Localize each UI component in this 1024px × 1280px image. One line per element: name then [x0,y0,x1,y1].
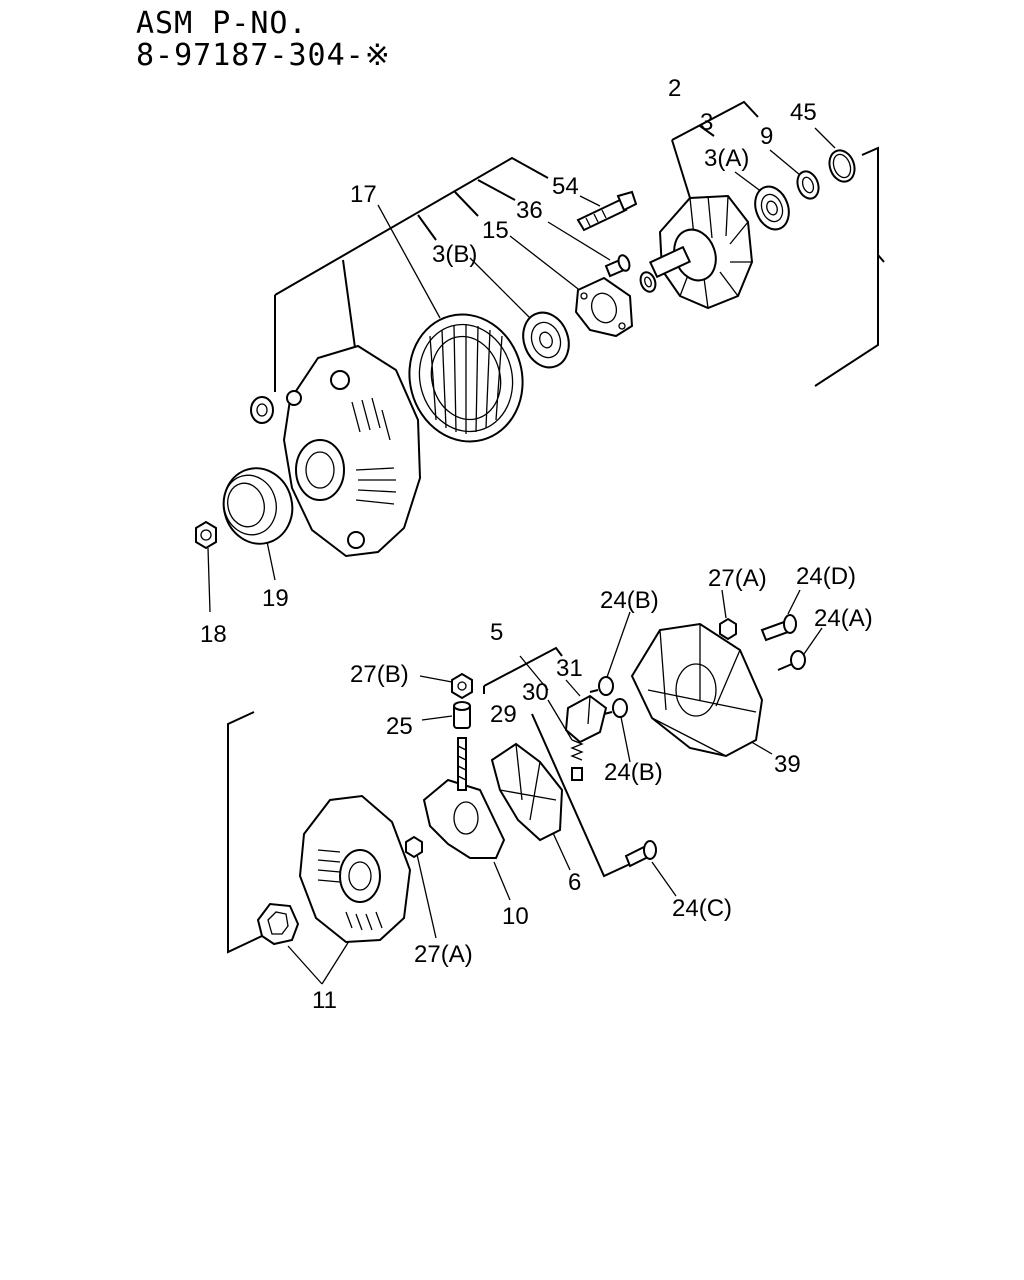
label-3: 3 [700,109,713,136]
part-11-seal [256,902,300,946]
label-27b: 27(B) [350,661,409,688]
part-3a-bearing [754,185,790,231]
part-39-rear-cover [630,622,764,758]
label-24c: 24(C) [672,895,732,922]
label-25: 25 [386,713,413,740]
part-3b-bearing [522,311,570,369]
label-2: 2 [668,75,681,102]
lower-group-bracket [227,646,631,954]
part-15-retainer-plate [574,276,634,338]
label-6: 6 [568,869,581,896]
part-2-rotor [639,194,754,310]
part-27a-nut-top [719,617,737,641]
label-24b-top: 24(B) [600,587,659,614]
label-45: 45 [790,99,817,126]
label-9: 9 [760,123,773,150]
label-19: 19 [262,585,289,612]
label-36: 36 [516,197,543,224]
label-30: 30 [522,679,549,706]
label-24b-bottom: 24(B) [604,759,663,786]
label-5: 5 [490,619,503,646]
part-washer-small [250,396,274,424]
label-27a-top: 27(A) [708,565,767,592]
upper-group-bracket [274,100,885,392]
label-17: 17 [350,181,377,208]
label-27a-bottom: 27(A) [414,941,473,968]
drive-end-housing [282,344,422,558]
part-24a-screw [777,650,806,671]
label-29: 29 [490,701,517,728]
label-24d: 24(D) [796,563,856,590]
part-24b-screw-top [589,676,614,696]
part-10-rectifier [422,737,506,859]
label-10: 10 [502,903,529,930]
part-36-screw [604,254,631,278]
part-24c-bolt [624,840,657,868]
label-3b: 3(B) [432,241,477,268]
label-11: 11 [312,987,337,1014]
upper-leader-lines [207,127,836,613]
label-54: 54 [552,173,579,200]
label-18: 18 [200,621,227,648]
part-29-brush [571,767,583,781]
label-31: 31 [556,655,583,682]
label-3a: 3(A) [704,145,749,172]
part-24b-screw-bottom [603,698,628,718]
part-54-stud-bolt [576,190,638,232]
part-24d-bolt [760,614,797,642]
label-39: 39 [774,751,801,778]
part-19-pulley [222,467,294,545]
part-25-insulator [453,701,471,729]
part-31-regulator [564,694,608,744]
lower-leader-lines [287,589,823,985]
part-17-stator [408,313,524,443]
part-27b-nut [451,672,473,700]
part-27a-nut-bottom [405,835,423,859]
part-30-spring [570,739,584,761]
label-15: 15 [482,217,509,244]
part-45-snap-ring [828,149,856,183]
part-18-nut [195,520,217,550]
assembly-part-number-label: ASM P-NO. [136,6,308,41]
label-24a: 24(A) [814,605,873,632]
assembly-part-number: 8-97187-304-※ [136,38,391,73]
part-9-washer [796,170,820,200]
part-6-brush-holder [490,742,564,842]
part-11-rear-frame [298,794,412,944]
